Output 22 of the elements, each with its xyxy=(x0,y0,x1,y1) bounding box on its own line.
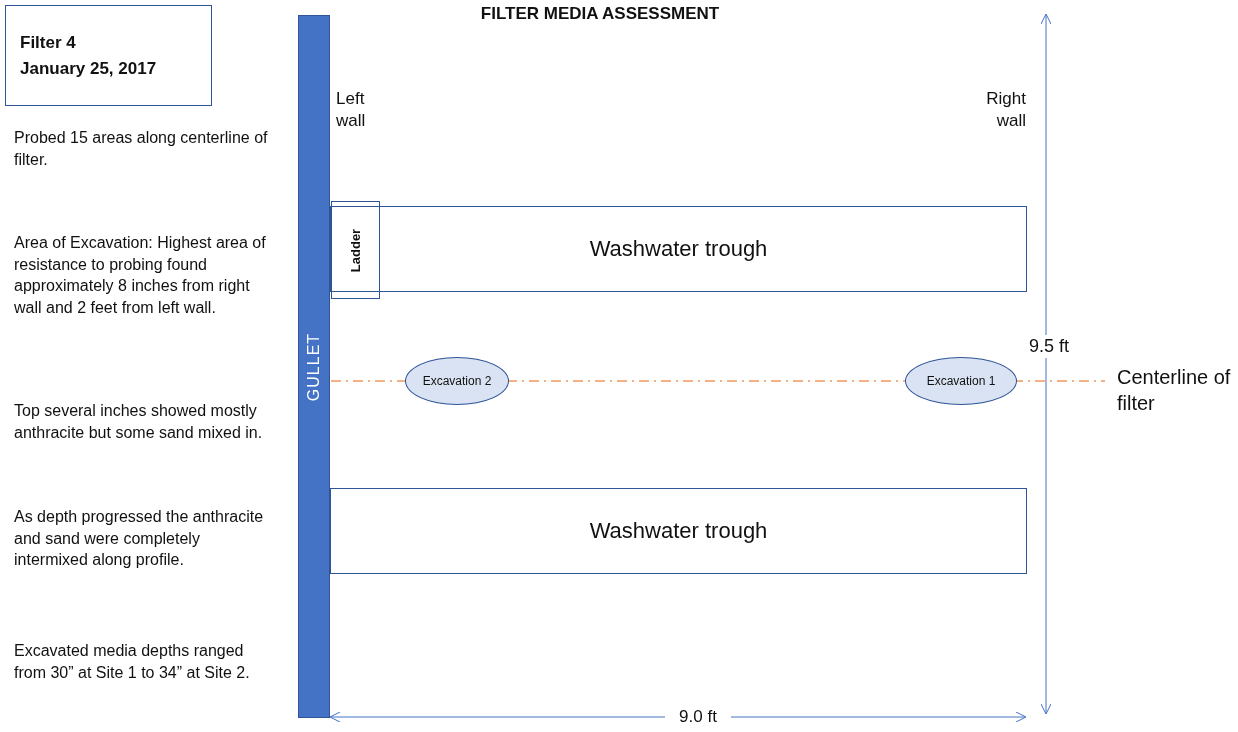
note-paragraph: Probed 15 areas along centerline of filter. xyxy=(14,128,269,170)
annotation-label: Left wall xyxy=(336,88,367,133)
note-paragraph: As depth progressed the anthracite and sand were completely intermixed along profile. xyxy=(14,507,265,570)
ladder-label: Ladder xyxy=(348,228,363,272)
diagram-title: FILTER MEDIA ASSESSMENT xyxy=(479,4,721,24)
excavation-label: Excavation 2 xyxy=(422,374,492,388)
annotation-label: Right wall xyxy=(985,88,1026,133)
heading-text: Filter 4 xyxy=(20,31,76,54)
excavation-label: Excavation 1 xyxy=(926,374,996,388)
trough-label: Washwater trough xyxy=(589,236,768,262)
trough-box xyxy=(330,206,1027,292)
note-box xyxy=(5,5,212,106)
gullet-label: GULLET xyxy=(305,332,323,401)
note-paragraph: Area of Excavation: Highest area of resistance to probing found approximately 8 inches from right wall and 2 feet from left wall. xyxy=(14,233,267,318)
trough-box xyxy=(330,488,1027,574)
trough-label: Washwater trough xyxy=(589,518,768,544)
note-paragraph: Top several inches showed mostly anthracite but some sand mixed in. xyxy=(14,401,264,443)
ladder-box xyxy=(331,201,380,299)
gullet-bar xyxy=(298,15,330,718)
heading-text: January 25, 2017 xyxy=(20,57,157,80)
annotation-label: Centerline of filter xyxy=(1117,365,1232,416)
note-paragraph: Excavated media depths ranged from 30” at Site 1 to 34” at Site 2. xyxy=(14,641,251,683)
